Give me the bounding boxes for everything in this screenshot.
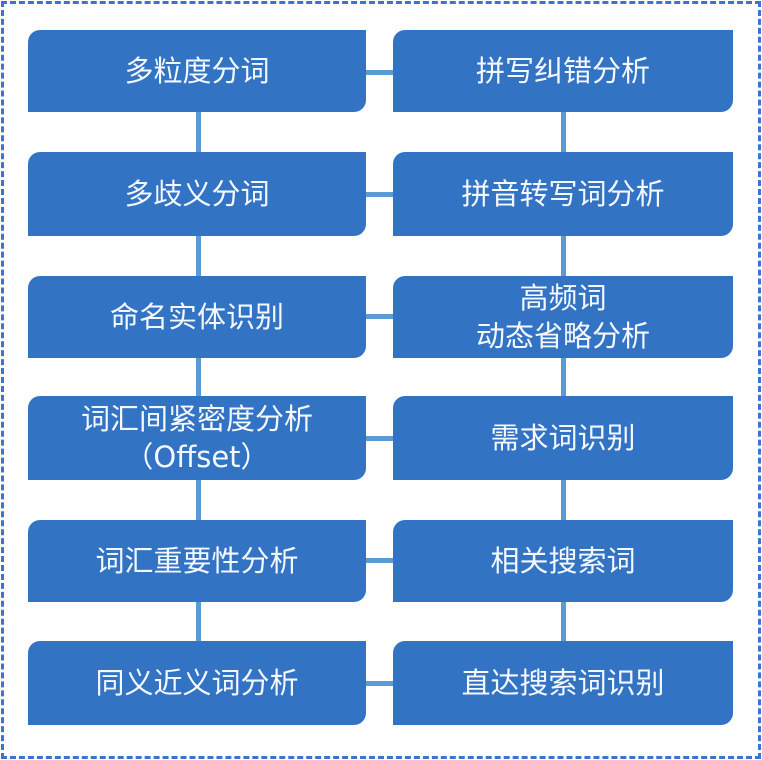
node-high-freq-omission: 高频词 动态省略分析 xyxy=(393,276,733,358)
node-term-tightness-offset: 词汇间紧密度分析 （Offset） xyxy=(28,396,366,480)
connector-right-4-5 xyxy=(561,480,566,520)
node-term-importance: 词汇重要性分析 xyxy=(28,520,366,602)
node-label: 直达搜索词识别 xyxy=(461,666,665,700)
node-label: 多歧义分词 xyxy=(124,177,270,211)
node-label: 拼写纠错分析 xyxy=(475,54,650,88)
connector-row-4 xyxy=(366,436,393,441)
connector-left-2-3 xyxy=(196,236,201,276)
node-multi-granularity-segmentation: 多粒度分词 xyxy=(28,30,366,112)
node-label: 同义近义词分析 xyxy=(95,666,299,700)
node-label: 多粒度分词 xyxy=(124,54,270,88)
node-ambiguity-segmentation: 多歧义分词 xyxy=(28,152,366,236)
connector-left-1-2 xyxy=(196,112,201,152)
connector-row-6 xyxy=(366,681,393,686)
node-pinyin-transliteration: 拼音转写词分析 xyxy=(393,152,733,236)
connector-left-3-4 xyxy=(196,358,201,396)
node-spelling-correction: 拼写纠错分析 xyxy=(393,30,733,112)
node-label: 高频词 xyxy=(519,281,607,315)
node-direct-search-term-recognition: 直达搜索词识别 xyxy=(393,641,733,725)
node-label: 相关搜索词 xyxy=(490,544,636,578)
node-synonym-analysis: 同义近义词分析 xyxy=(28,641,366,725)
connector-row-1 xyxy=(366,70,393,75)
connector-right-5-6 xyxy=(561,602,566,641)
connector-right-3-4 xyxy=(561,358,566,396)
node-label-sub: 动态省略分析 xyxy=(475,319,650,353)
node-related-search-terms: 相关搜索词 xyxy=(393,520,733,602)
node-label: 命名实体识别 xyxy=(109,300,284,334)
connector-row-2 xyxy=(366,192,393,197)
connector-row-5 xyxy=(366,558,393,563)
connector-left-5-6 xyxy=(196,602,201,641)
node-label-sub: （Offset） xyxy=(124,440,270,474)
node-label: 需求词识别 xyxy=(490,421,636,455)
node-label: 词汇间紧密度分析 xyxy=(80,402,313,436)
node-demand-term-recognition: 需求词识别 xyxy=(393,396,733,480)
node-label: 拼音转写词分析 xyxy=(461,177,665,211)
connector-right-1-2 xyxy=(561,112,566,152)
connector-right-2-3 xyxy=(561,236,566,276)
node-label: 词汇重要性分析 xyxy=(95,544,299,578)
connector-left-4-5 xyxy=(196,480,201,520)
node-named-entity-recognition: 命名实体识别 xyxy=(28,276,366,358)
connector-row-3 xyxy=(366,314,393,319)
